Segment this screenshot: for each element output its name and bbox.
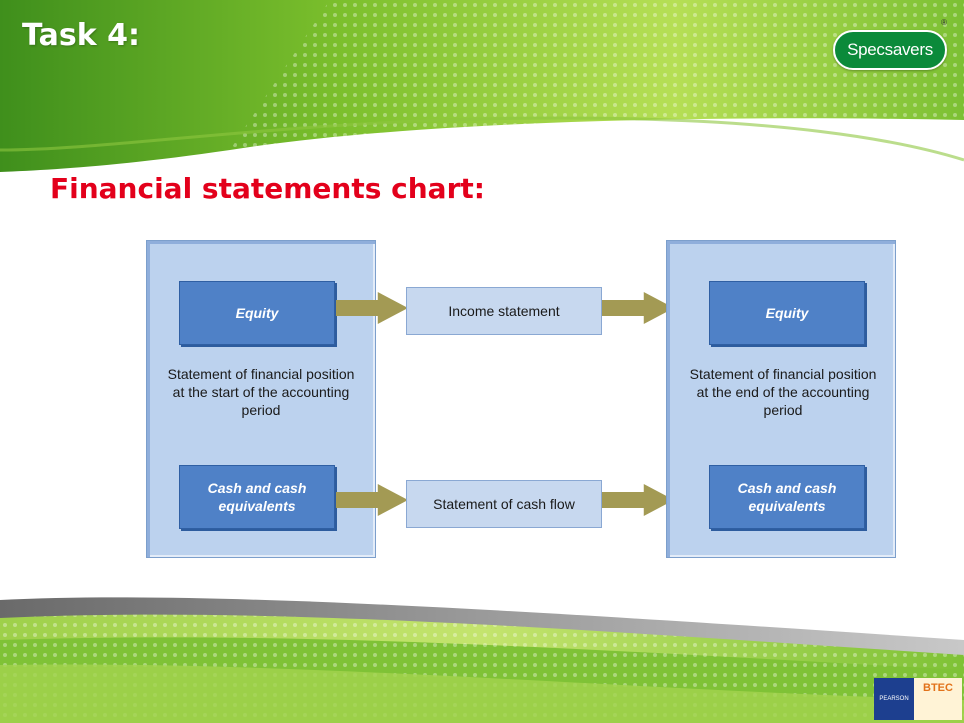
- left-panel: Equity Statement of financial position a…: [146, 240, 376, 558]
- income-statement-box: Income statement: [406, 287, 602, 335]
- registered-mark: ®: [941, 18, 947, 27]
- left-equity-box: Equity: [179, 281, 335, 345]
- chart-heading: Financial statements chart:: [50, 172, 485, 205]
- pearson-logo: PEARSON: [874, 678, 914, 720]
- specsavers-logo: Specsavers: [833, 30, 947, 70]
- right-equity-box: Equity: [709, 281, 865, 345]
- cash-flow-statement-box: Statement of cash flow: [406, 480, 602, 528]
- right-description: Statement of financial position at the e…: [689, 366, 877, 418]
- left-cash-box: Cash and cash equivalents: [179, 465, 335, 529]
- left-description: Statement of financial position at the s…: [167, 366, 355, 418]
- btec-logo: BTEC: [914, 678, 962, 720]
- right-panel: Equity Statement of financial position a…: [666, 240, 896, 558]
- right-cash-box: Cash and cash equivalents: [709, 465, 865, 529]
- slide-title: Task 4:: [22, 18, 140, 53]
